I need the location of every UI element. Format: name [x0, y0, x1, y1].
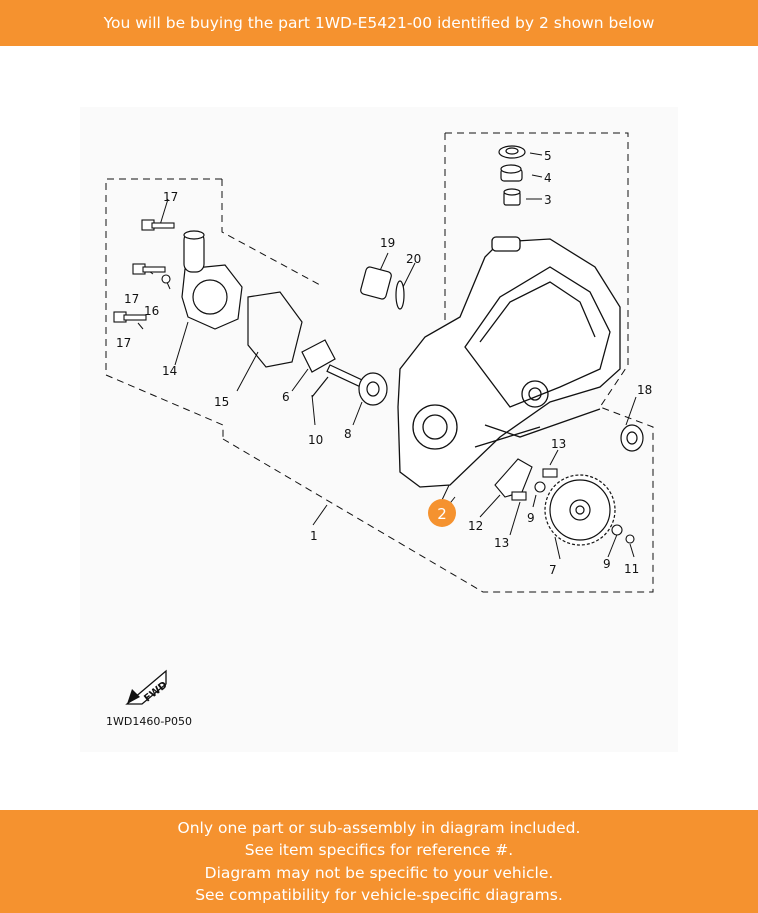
label-17-mid: 17	[124, 292, 139, 306]
footer-line: See item specifics for reference #.	[244, 841, 514, 860]
label-6: 6	[282, 390, 290, 404]
header-text: You will be buying the part 1WD-E5421-00…	[103, 14, 655, 32]
label-8: 8	[344, 427, 352, 441]
diagram-code: 1WD1460-P050	[106, 715, 192, 728]
label-4: 4	[544, 171, 552, 185]
plug-19-20	[360, 266, 405, 310]
label-7: 7	[549, 563, 557, 577]
label-3: 3	[544, 193, 552, 207]
label-13-low: 13	[494, 536, 509, 550]
fwd-arrow: FWD	[125, 669, 170, 705]
left-group-top	[221, 179, 321, 286]
label-15: 15	[214, 395, 229, 409]
label-17-low: 17	[116, 336, 131, 350]
gear-7	[544, 474, 616, 546]
label-13-top: 13	[551, 437, 566, 451]
top-banner: You will be buying the part 1WD-E5421-00…	[0, 0, 758, 46]
label-9-mid: 9	[527, 511, 535, 525]
footer-line: Diagram may not be specific to your vehi…	[204, 863, 554, 882]
gasket	[247, 291, 303, 368]
footer-line: Only one part or sub-assembly in diagram…	[177, 818, 581, 837]
label-10: 10	[308, 433, 323, 447]
highlight-badge	[428, 499, 456, 527]
label-16: 16	[144, 304, 159, 318]
label-20: 20	[406, 252, 421, 266]
label-1: 1	[310, 529, 318, 543]
label-19: 19	[380, 236, 395, 250]
label-14: 14	[162, 364, 177, 378]
bolts	[113, 219, 175, 323]
label-11: 11	[624, 562, 639, 576]
left-group-outline	[105, 178, 224, 439]
parts-diagram: FWD 5 4 3 17 19 20 17 16 17 14 6 15 18 8…	[80, 107, 678, 752]
bracket-assembly	[494, 458, 635, 544]
label-18: 18	[637, 383, 652, 397]
highlight-label: 2	[437, 505, 447, 523]
crankcase-cover	[397, 236, 621, 488]
footer-line: See compatibility for vehicle-specific d…	[195, 885, 563, 904]
pump-housing	[181, 230, 243, 330]
bottom-banner: Only one part or sub-assembly in diagram…	[0, 810, 758, 913]
bearing-stack	[498, 145, 526, 206]
seal-18	[620, 424, 644, 452]
highlight-part-2[interactable]: 2	[428, 496, 456, 527]
right-group-outline	[222, 132, 654, 593]
label-5: 5	[544, 149, 552, 163]
bearing-8	[358, 372, 388, 406]
label-9-right: 9	[603, 557, 611, 571]
label-17-top: 17	[163, 190, 178, 204]
label-12: 12	[468, 519, 483, 533]
